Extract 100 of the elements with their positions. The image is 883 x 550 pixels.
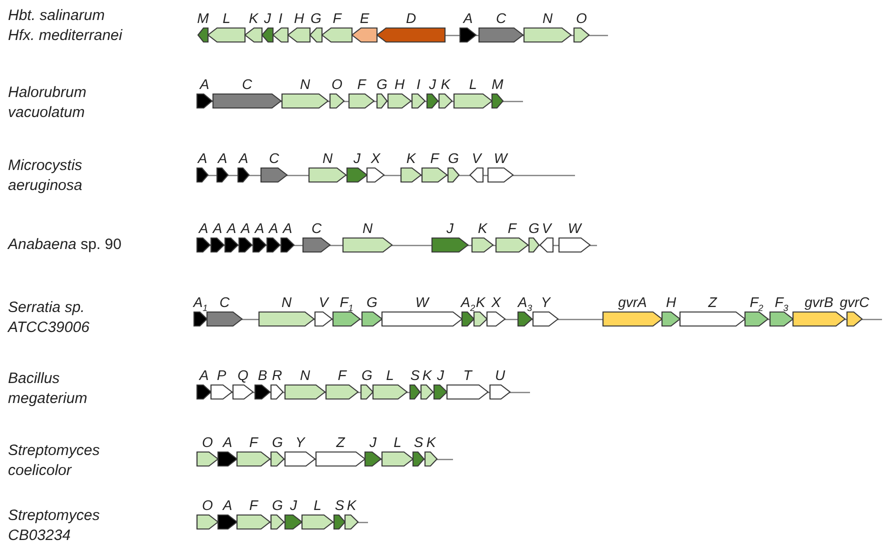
gene-label: S: [410, 368, 420, 383]
gene-label: J: [264, 11, 271, 26]
gene-label: A$_{2}$: [460, 295, 476, 315]
gene-label: H: [294, 11, 304, 26]
gene-label: W: [494, 151, 508, 166]
gene-label: C: [496, 11, 506, 26]
gene-label: F: [508, 221, 516, 236]
gene-label: O: [576, 11, 587, 26]
gene-label: S: [334, 498, 344, 513]
species-name: Streptomyces coelicolor: [8, 441, 101, 481]
gene-label: K: [476, 295, 486, 310]
gene-label: F$_{3}$: [774, 295, 788, 315]
gene-label: A: [218, 151, 228, 166]
gene-label: J: [370, 435, 376, 450]
gene-label: Y: [295, 435, 305, 450]
gene-label: N: [300, 368, 310, 383]
gene-label: K: [440, 77, 450, 92]
gene-label: D: [406, 11, 416, 26]
gene-label: gvrA: [618, 295, 647, 310]
gene-label: F: [357, 77, 366, 92]
gene-label: F: [332, 11, 342, 26]
gene-label: A: [222, 498, 232, 513]
gene-label: M: [492, 77, 504, 92]
gene-label: K: [406, 151, 416, 166]
gene-label: G: [528, 221, 540, 236]
gene-label: R: [272, 368, 282, 383]
gene-label: V: [472, 151, 482, 166]
gene-label: A: [199, 368, 209, 383]
gene-label: O: [202, 435, 213, 450]
gene-label: K: [346, 498, 356, 513]
species-name: Bacillus megaterium: [8, 369, 88, 409]
gene-label: A: [200, 77, 210, 92]
gene-label: Z: [708, 295, 717, 310]
gene-label: F$_{1}$: [340, 295, 354, 315]
gene-label: L: [386, 368, 394, 383]
gene-label: H: [394, 77, 405, 92]
gene-label: A: [282, 221, 292, 236]
gene-label: G: [362, 368, 372, 383]
gene-label: Q: [238, 368, 248, 383]
gene-label: H: [666, 295, 676, 310]
gene-label: G: [376, 77, 388, 92]
gene-label: A: [254, 221, 264, 236]
gene-label: W: [415, 295, 429, 310]
gene-label: L: [314, 498, 322, 513]
gene-label: N: [281, 295, 292, 310]
gene-label: E: [360, 11, 370, 26]
species-name: Hfx. mediterranei: [8, 26, 124, 46]
gene-label: X: [491, 295, 501, 310]
gene-label: A: [198, 221, 208, 236]
gene-label: I: [416, 77, 420, 92]
gene-label: A: [212, 221, 222, 236]
gene-label: F: [338, 368, 346, 383]
gene-label: L: [469, 77, 477, 92]
species-name: Serratia sp. ATCC39006: [8, 298, 90, 338]
gene-label: A$_{1}$: [193, 295, 208, 315]
gene-label: M: [197, 11, 209, 26]
gene-label: A: [463, 11, 473, 26]
gene-label: F: [249, 498, 258, 513]
gene-label: C: [242, 77, 252, 92]
gene-label: A: [240, 221, 250, 236]
species-name: Halorubrum vacuolatum: [8, 83, 88, 123]
gene-label: gvrB: [804, 295, 834, 310]
gene-label: J: [437, 368, 444, 383]
gene-label: Y: [540, 295, 550, 310]
gene-label: V: [542, 221, 552, 236]
gene-label: J: [290, 498, 297, 513]
gene-label: N: [542, 11, 553, 26]
gene-label: L: [222, 11, 230, 26]
gene-label: K: [478, 221, 488, 236]
gene-label: L: [394, 435, 402, 450]
gene-label: F: [249, 435, 258, 450]
species-name: Anabaena sp. 90: [8, 235, 122, 255]
gene-label: N: [322, 151, 333, 166]
gene-label: K: [422, 368, 432, 383]
gene-label: G: [272, 435, 283, 450]
gene-label: G: [448, 151, 459, 166]
gene-label: A$_{3}$: [518, 295, 532, 315]
gene-label: N: [362, 221, 373, 236]
gene-label: S: [414, 435, 424, 450]
gene-label: A: [238, 151, 248, 166]
gene-label: V: [318, 295, 328, 310]
gene-label: O: [202, 498, 213, 513]
gene-label: C: [268, 151, 280, 166]
gene-label: J: [354, 151, 360, 166]
gene-label: F: [430, 151, 439, 166]
gene-label: W: [568, 221, 582, 236]
gene-label: Z: [336, 435, 345, 450]
gene-label: gvrC: [840, 295, 870, 310]
gene-label: F$_{2}$: [750, 295, 764, 315]
gene-label: I: [278, 11, 282, 26]
gene-label: U: [494, 368, 506, 383]
gene-label: G: [366, 295, 378, 310]
gene-label: A: [268, 221, 278, 236]
gene-label: P: [216, 368, 226, 383]
gene-label: A: [226, 221, 236, 236]
gene-label: X: [370, 151, 380, 166]
species-name: Hbt. salinarum: [8, 6, 106, 26]
gene-label: K: [248, 11, 258, 26]
gene-label: C: [219, 295, 230, 310]
gene-label: O: [332, 77, 342, 92]
